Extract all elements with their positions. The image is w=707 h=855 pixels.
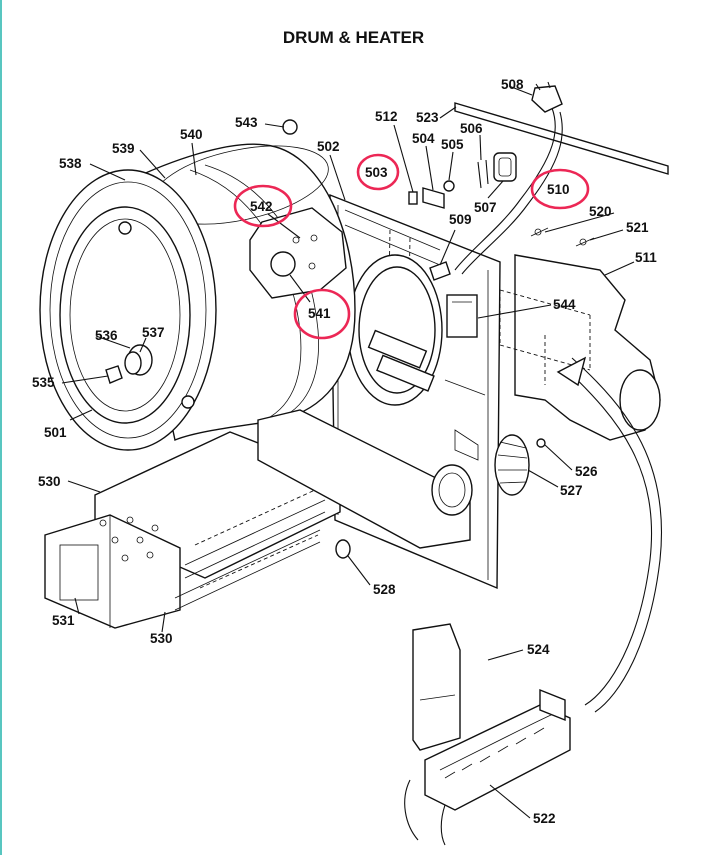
label-526: 526 [575, 464, 598, 479]
label-521: 521 [626, 220, 649, 235]
diagram-title: DRUM & HEATER [282, 28, 425, 47]
label-523: 523 [416, 110, 439, 125]
heating-element [404, 356, 663, 846]
top-rail-and-cord [454, 81, 669, 275]
part-labels: 508 523 512 506 504 505 502 503 510 507 … [32, 77, 657, 826]
highlight-542 [233, 184, 293, 228]
label-506: 506 [460, 121, 483, 136]
label-520: 520 [589, 204, 612, 219]
label-505: 505 [441, 137, 464, 152]
highlight-503 [356, 153, 400, 191]
highlight-541 [293, 288, 351, 340]
label-509: 509 [449, 212, 472, 227]
label-538: 538 [59, 156, 82, 171]
label-507: 507 [474, 200, 497, 215]
label-511: 511 [635, 250, 657, 265]
leader-lines [61, 85, 635, 819]
label-536: 536 [95, 328, 118, 343]
label-530-top: 530 [38, 474, 61, 489]
highlight-510 [530, 168, 590, 210]
highlight-marks [233, 153, 590, 340]
label-510: 510 [547, 182, 570, 197]
air-duct [257, 409, 473, 559]
label-530-bottom: 530 [150, 631, 173, 646]
label-542: 542 [250, 199, 273, 214]
fan-impeller [494, 434, 546, 496]
label-543: 543 [235, 115, 258, 130]
label-531: 531 [52, 613, 75, 628]
small-components [282, 119, 595, 338]
label-503: 503 [365, 165, 388, 180]
label-522: 522 [533, 811, 556, 826]
drum [39, 143, 356, 451]
label-537: 537 [142, 325, 165, 340]
label-524: 524 [527, 642, 550, 657]
label-539: 539 [112, 141, 135, 156]
label-540: 540 [180, 127, 203, 142]
label-535: 535 [32, 375, 55, 390]
label-512: 512 [375, 109, 398, 124]
label-502: 502 [317, 139, 340, 154]
left-border-rule [0, 0, 2, 855]
filter-housing [499, 254, 661, 441]
label-544: 544 [553, 297, 576, 312]
label-504: 504 [412, 131, 435, 146]
label-541: 541 [308, 306, 331, 321]
label-508: 508 [501, 77, 524, 92]
label-501: 501 [44, 425, 67, 440]
label-528: 528 [373, 582, 396, 597]
label-527: 527 [560, 483, 583, 498]
